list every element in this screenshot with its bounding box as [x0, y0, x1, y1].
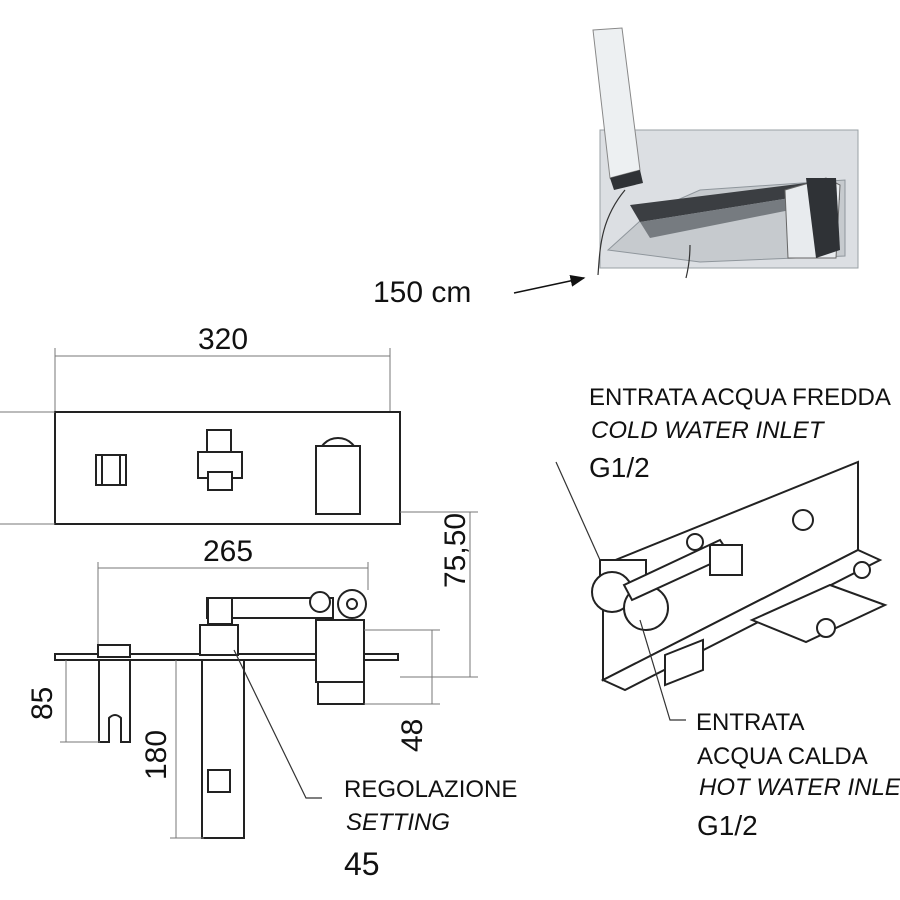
- cold-inlet-label-it: ENTRATA ACQUA FREDDA: [589, 384, 891, 411]
- hot-inlet-label-it-2: ACQUA CALDA: [697, 743, 868, 770]
- width-inner-label: 265: [203, 535, 253, 568]
- height-spout-label: 75,50: [439, 513, 472, 588]
- setting-label-en: SETTING: [346, 809, 450, 836]
- height-holder-label: 85: [26, 687, 59, 720]
- setting-value: 45: [344, 846, 380, 882]
- faucet-photo: [592, 27, 859, 279]
- width-total-label: 320: [198, 323, 248, 356]
- cold-inlet-label-en: COLD WATER INLET: [591, 417, 826, 444]
- hot-inlet-label-it-1: ENTRATA: [696, 709, 804, 736]
- hot-inlet-thread: G1/2: [697, 810, 758, 841]
- cold-inlet-thread: G1/2: [589, 452, 650, 483]
- hose-length-label: 150 cm: [373, 276, 471, 309]
- rough-in-body: [555, 460, 888, 721]
- depth-valve-label: 48: [396, 719, 429, 752]
- setting-label-it: REGOLAZIONE: [344, 776, 517, 803]
- arrow-icon: [513, 274, 586, 294]
- depth-body-label: 180: [140, 730, 173, 780]
- hot-inlet-label-en: HOT WATER INLET: [699, 774, 900, 801]
- side-view: [54, 511, 478, 839]
- front-view: [0, 348, 401, 525]
